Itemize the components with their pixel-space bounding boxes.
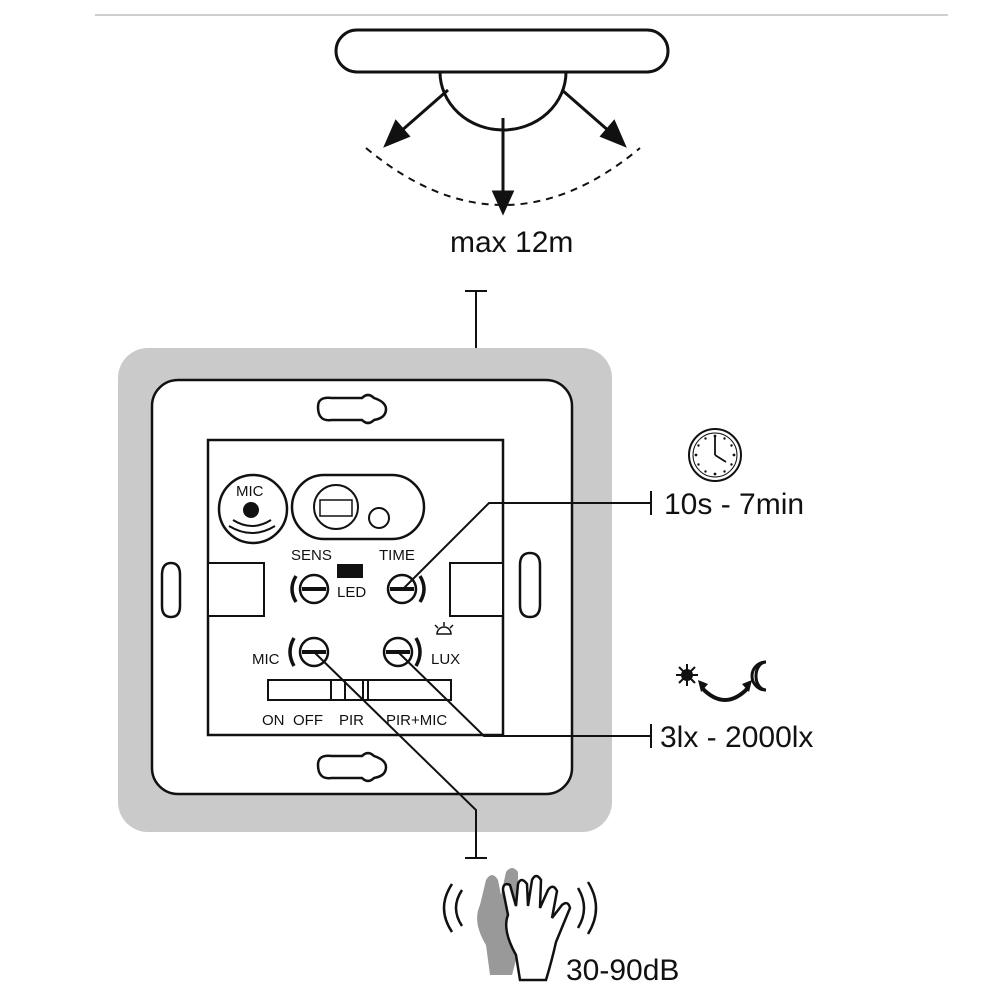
mic-label: MIC [236,483,264,500]
mounting-slot-left [160,561,182,619]
lux-label: LUX [431,651,460,668]
led-window [337,564,363,578]
mode-switch[interactable] [267,679,452,701]
switch-pir-label: PIR [339,712,364,729]
sens-label: SENS [291,547,332,564]
detection-arrows [383,88,627,216]
lux-sun-icon [434,622,454,635]
led-indicator [368,507,390,529]
switch-on-label: ON [262,712,285,729]
sensor-body [334,28,670,74]
mic-knob-label: MIC [252,651,280,668]
hand [501,874,572,982]
switch-pir-mic-label: PIR+MIC [386,712,447,729]
pir-lens [290,473,426,541]
mounting-slot-top [316,393,388,425]
ceiling-sensor: max 12m [334,28,670,259]
lux-range-label: 3lx - 2000lx [660,721,813,754]
switch-plate: MIC SENS TIME LED MIC [118,348,612,832]
sens-knob[interactable] [290,573,330,605]
sound-range-label: 30-90dB [566,954,679,987]
time-range-label: 10s - 7min [664,488,804,521]
side-clip-left [207,562,265,617]
sun-moon-icon [676,660,767,702]
led-label: LED [337,584,366,601]
switch-off-label: OFF [293,712,323,729]
mounting-slot-right [518,551,542,619]
clock-icon [688,428,742,482]
side-clip-right [449,562,504,617]
detection-range-arc [365,147,641,206]
range-label: max 12m [450,226,573,259]
time-label: TIME [379,547,415,564]
leader-time [402,491,652,590]
leader-lux [397,651,652,748]
microphone-icon [243,502,259,518]
microphone: MIC [217,473,289,545]
clap-hands-icon [442,868,598,982]
leader-sound [313,651,487,859]
mounting-slot-bottom [316,751,388,783]
